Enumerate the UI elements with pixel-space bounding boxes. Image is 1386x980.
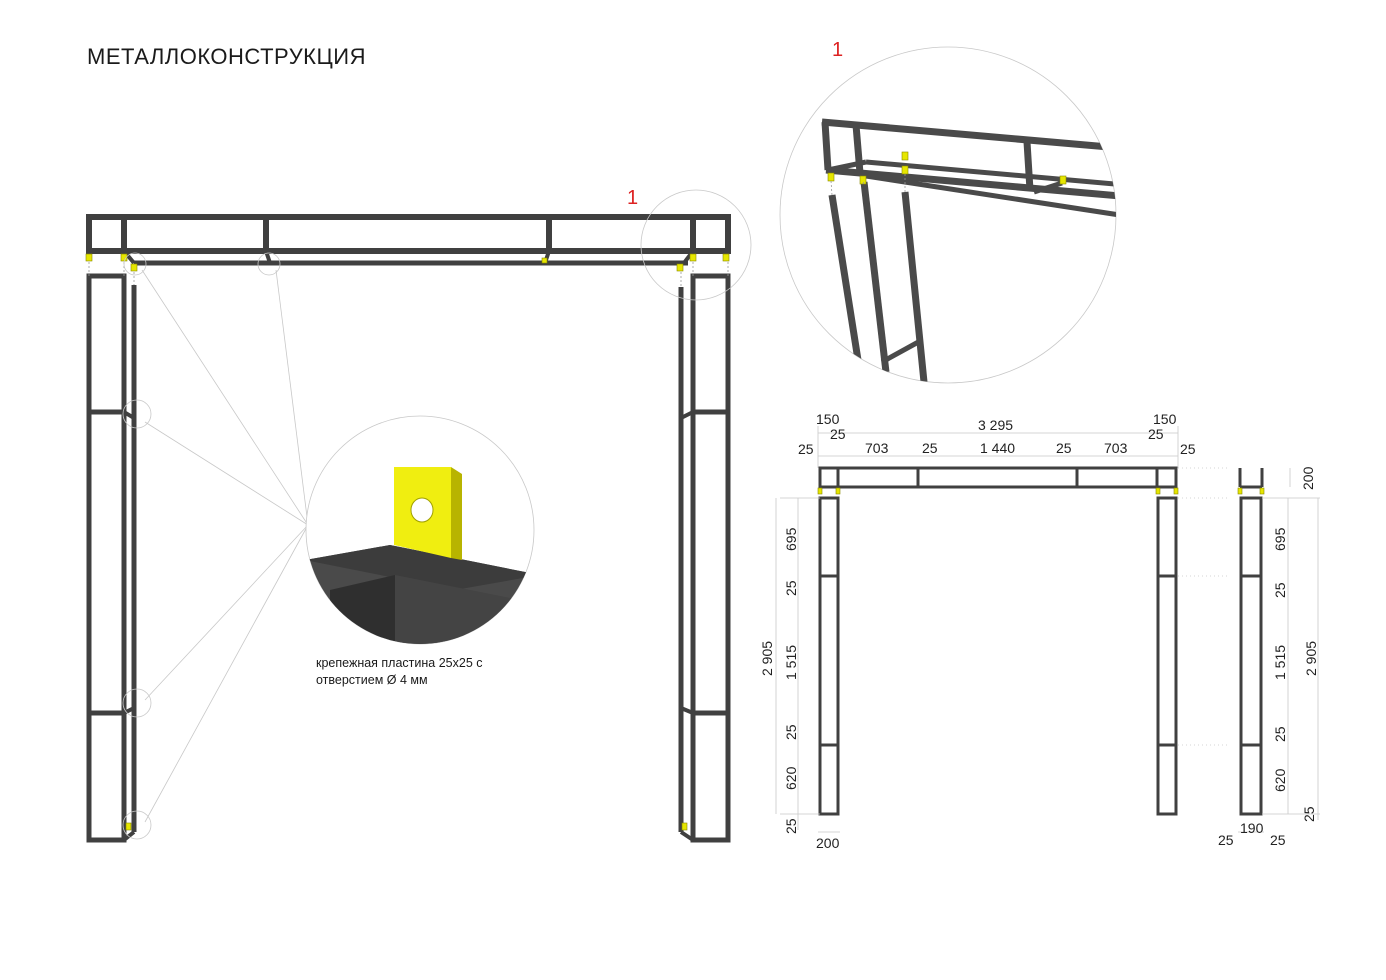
dim-v-4: 620: [783, 766, 799, 790]
dim-top-row-3: 1 440: [980, 440, 1015, 456]
dim-right-offset: 150: [1153, 411, 1177, 427]
side-dim-v-3: 25: [1272, 726, 1288, 742]
perspective-frame: 1: [85, 187, 752, 843]
detail-marker-left: 1: [627, 187, 638, 209]
side-dim-left-edge: 25: [1218, 832, 1234, 848]
dim-top-row-4: 25: [1056, 440, 1072, 456]
dim-total-height: 2 905: [759, 641, 775, 676]
side-dim-bottom: 25: [1301, 806, 1317, 822]
dim-total-width: 3 295: [978, 417, 1013, 433]
dim-left-offset: 150: [816, 411, 840, 427]
plate-note-line2: отверстием Ø 4 мм: [316, 673, 428, 687]
dim-row2-right: 25: [1148, 426, 1164, 442]
dim-v-1: 25: [783, 580, 799, 596]
side-dim-v-1: 25: [1272, 582, 1288, 598]
dim-v-5: 25: [783, 818, 799, 834]
mounting-plates: [85, 253, 730, 831]
dim-top-row-0: 25: [798, 441, 814, 457]
dim-v-3: 25: [783, 724, 799, 740]
callout-circles: [122, 189, 752, 840]
dim-top-row-1: 703: [865, 440, 889, 456]
side-dim-v-2: 1 515: [1272, 645, 1288, 680]
dim-v-0: 695: [783, 527, 799, 551]
plate-note-line1: крепежная пластина 25х25 с: [316, 656, 483, 670]
plate-detail: [305, 415, 535, 645]
dim-v-2: 1 515: [783, 645, 799, 680]
side-dim-depth: 190: [1240, 820, 1264, 836]
leader-lines: [141, 269, 309, 823]
dim-top-row-5: 703: [1104, 440, 1128, 456]
side-view: 200 695 25 1 515 25 620 2 905 25 190 25 …: [1178, 466, 1320, 848]
side-dim-right-edge: 25: [1270, 832, 1286, 848]
dim-row2-left: 25: [830, 426, 846, 442]
zoom-detail: 1: [779, 39, 1117, 384]
side-dim-top-height: 200: [1300, 466, 1316, 490]
side-dim-v-0: 695: [1272, 527, 1288, 551]
page-title: МЕТАЛЛОКОНСТРУКЦИЯ: [87, 44, 366, 69]
side-dim-v-4: 620: [1272, 768, 1288, 792]
front-view: 150 3 295 150 25 25 25 703 25 1 440 25 7…: [759, 411, 1196, 851]
dim-top-row-2: 25: [922, 440, 938, 456]
left-leg: [86, 273, 137, 843]
top-beam: [86, 214, 731, 254]
dim-top-row-6: 25: [1180, 441, 1196, 457]
plate-note: крепежная пластина 25х25 с отверстием Ø …: [316, 655, 483, 689]
side-dim-total-height: 2 905: [1303, 641, 1319, 676]
detail-marker-zoom: 1: [832, 39, 843, 61]
right-leg: [678, 273, 731, 843]
dim-post-width: 200: [816, 835, 840, 851]
